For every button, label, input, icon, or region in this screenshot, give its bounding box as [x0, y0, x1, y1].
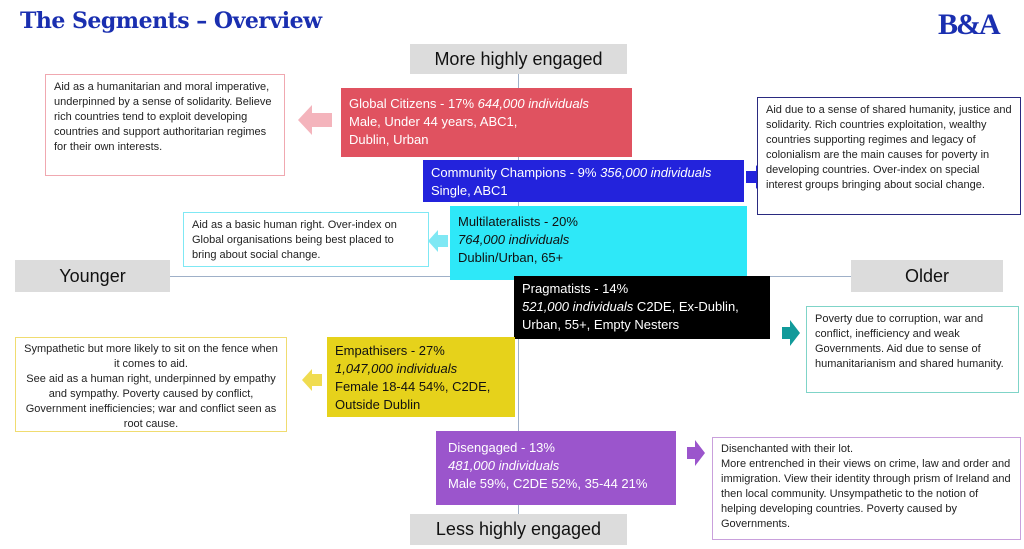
segment-pragmatists: Pragmatists - 14% 521,000 individuals C2…	[514, 276, 770, 339]
global-citizens-note: Aid as a humanitarian and moral imperati…	[45, 74, 285, 176]
pragmatists-note: Poverty due to corruption, war and confl…	[806, 306, 1019, 393]
empathisers-note: Sympathetic but more likely to sit on th…	[15, 337, 287, 432]
segment-profile: C2DE, Ex-Dublin,	[633, 299, 739, 314]
segment-empathisers: Empathisers - 27% 1,047,000 individuals …	[327, 337, 515, 417]
note-text: Sympathetic but more likely to sit on th…	[24, 343, 278, 370]
segment-profile: Male 59%, C2DE 52%, 35-44 21%	[448, 476, 648, 491]
segment-disengaged: Disengaged - 13% 481,000 individuals Mal…	[436, 431, 676, 505]
arrow-left-icon	[428, 230, 448, 257]
segment-profile: Female 18-44 54%, C2DE,	[335, 379, 491, 394]
segment-title: Community Champions - 9%	[431, 165, 601, 180]
axis-right-label: Older	[851, 260, 1003, 292]
note-text: More entrenched in their views on crime,…	[721, 458, 1011, 530]
note-text: See aid as a human right, underpinned by…	[25, 373, 277, 430]
segment-global-citizens: Global Citizens - 17% 644,000 individual…	[341, 88, 632, 157]
segment-title: Disengaged - 13%	[448, 440, 555, 455]
arrow-right-icon	[687, 440, 705, 471]
arrow-left-icon	[302, 369, 322, 396]
segment-count: 764,000 individuals	[458, 232, 570, 247]
segment-multilateralists: Multilateralists - 20% 764,000 individua…	[450, 206, 747, 280]
segment-count: 356,000 individuals	[600, 165, 712, 180]
segment-count: 521,000 individuals	[522, 299, 634, 314]
arrow-right-icon	[782, 320, 800, 351]
logo: B&A	[938, 8, 1001, 41]
disengaged-note: Disenchanted with their lot. More entren…	[712, 437, 1021, 540]
segment-profile: Urban, 55+, Empty Nesters	[522, 317, 680, 332]
segment-title: Empathisers - 27%	[335, 343, 445, 358]
segment-count: 481,000 individuals	[448, 458, 560, 473]
segment-title: Global Citizens - 17%	[349, 96, 478, 111]
axis-top-label: More highly engaged	[410, 44, 627, 74]
segment-title: Pragmatists - 14%	[522, 281, 629, 296]
segment-count: 1,047,000 individuals	[335, 361, 458, 376]
segment-profile: Male, Under 44 years, ABC1,	[349, 114, 518, 129]
segment-community-champions: Community Champions - 9% 356,000 individ…	[423, 160, 744, 202]
segment-profile: Outside Dublin	[335, 397, 421, 412]
arrow-left-icon	[298, 105, 332, 140]
segment-count: 644,000 individuals	[477, 96, 589, 111]
community-champions-note: Aid due to a sense of shared humanity, j…	[757, 97, 1021, 215]
segment-profile: Single, ABC1	[431, 183, 508, 198]
axis-bottom-label: Less highly engaged	[410, 514, 627, 545]
segment-profile: Dublin, Urban	[349, 132, 429, 147]
segment-title: Multilateralists - 20%	[458, 214, 578, 229]
note-text: Disenchanted with their lot.	[721, 443, 854, 455]
axis-left-label: Younger	[15, 260, 170, 292]
multilateralists-note: Aid as a basic human right. Over-index o…	[183, 212, 429, 267]
page-title: The Segments – Overview	[20, 8, 322, 34]
segment-profile: Dublin/Urban, 65+	[458, 250, 564, 265]
